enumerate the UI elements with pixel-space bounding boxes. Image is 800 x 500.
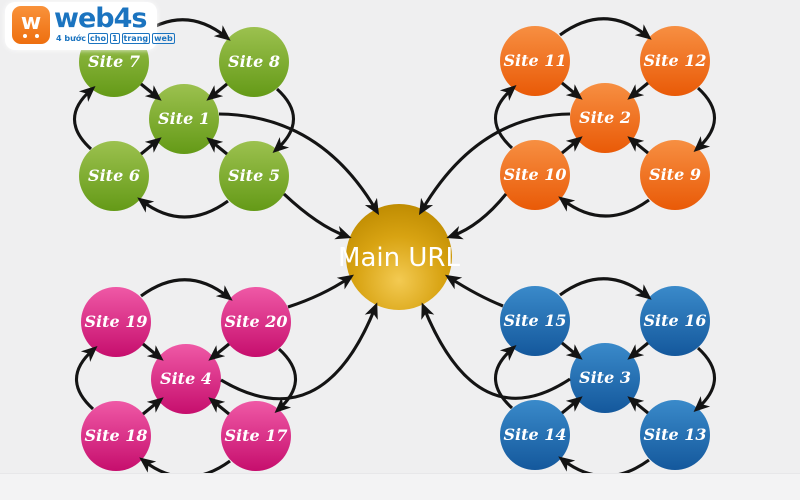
node-site-6-circle [79,141,149,211]
main-url-circle [346,204,452,310]
logo-w-letter: w [20,9,42,35]
arrow-site2-main [418,112,571,216]
node-site-12-circle [640,26,710,96]
node-site-10-label: Site 10 [503,165,566,184]
arrow-site9-site10 [558,196,650,218]
node-site-18-label: Site 18 [84,426,147,445]
node-site-13-circle [640,400,710,470]
brand-tagline: 4 bước cho 1 trang web [56,33,175,44]
arrow-site13-site3 [627,396,649,415]
bottom-strip [0,473,800,500]
web4s-logo[interactable]: w web4s 4 bước cho 1 trang web [5,2,175,50]
tagline-part: trang [121,33,151,44]
arrow-site15-site16 [559,277,652,300]
arrow-site11-site2 [561,81,583,100]
arrow-site8-site5 [272,87,295,154]
arrow-site8-site1 [206,82,228,101]
arrow-site14-site15 [494,345,517,410]
node-site-14-circle [500,400,570,470]
node-site-4-label: Site 4 [160,369,212,388]
web4s-logo-icon: w [12,6,50,44]
cluster-orange: Site 11 Site 12 Site 10 Site 9 Site 2 [500,26,710,210]
main-url-hub: Main URL [338,204,460,310]
main-url-label: Main URL [338,243,460,273]
node-site-19-label: Site 19 [84,312,147,331]
tagline-part: 4 bước [56,34,87,43]
arrow-site12-site9 [693,86,716,153]
arrow-site5-site1 [206,137,228,156]
node-site-3-label: Site 3 [579,368,631,387]
node-site-8-label: Site 8 [228,52,280,71]
arrow-site10-site11 [494,85,517,150]
node-site-9-circle [640,140,710,210]
node-site-1-circle [149,84,219,154]
node-site-15-label: Site 15 [503,311,566,330]
arrow-site14-site3 [561,396,583,415]
arrow-site16-site13 [693,346,716,413]
arrow-site11-site12 [559,17,652,40]
arrow-site5-main [282,192,352,240]
cluster-pink: Site 19 Site 20 Site 18 Site 17 Site 4 [81,287,291,471]
node-site-2-label: Site 2 [579,108,631,127]
arrow-site17-site4 [208,397,230,416]
node-site-12-label: Site 12 [643,51,706,70]
arrow-site10-main [446,193,508,240]
arrow-site19-site4 [142,342,164,361]
node-site-5-circle [219,141,289,211]
node-site-2-circle [570,83,640,153]
arrow-site16-site3 [627,341,649,360]
arrows-to-main-url [218,112,571,401]
cluster-green: Site 7 Site 8 Site 6 Site 5 Site 1 [79,27,289,211]
tagline-part: 1 [109,33,120,44]
arrow-site15-main [444,274,504,308]
arrow-site3-main [421,302,571,400]
arrow-site9-site2 [627,136,649,155]
arrows-cluster-orange [494,17,716,218]
node-site-18-circle [81,401,151,471]
arrow-site20-main [287,274,354,309]
arrow-site18-site4 [142,397,164,416]
arrow-site7-site1 [140,82,162,101]
node-site-13-label: Site 13 [643,425,706,444]
node-site-10-circle [500,140,570,210]
tagline-part: web [152,33,175,44]
node-site-20-label: Site 20 [224,312,287,331]
node-site-17-circle [221,401,291,471]
arrow-site20-site17 [274,347,297,414]
cluster-blue: Site 15 Site 16 Site 14 Site 13 Site 3 [500,286,710,470]
node-site-16-label: Site 16 [643,311,706,330]
logo-text-block: web4s 4 bước cho 1 trang web [54,3,175,44]
node-site-19-circle [81,287,151,357]
node-site-4-circle [151,344,221,414]
arrow-site10-site2 [561,136,583,155]
node-site-15-circle [500,286,570,356]
arrow-site20-site4 [208,342,230,361]
node-site-11-circle [500,26,570,96]
node-site-5-label: Site 5 [228,166,280,185]
node-site-3-circle [570,343,640,413]
tagline-part: cho [88,33,108,44]
arrow-site18-site19 [75,346,98,411]
arrow-site15-site3 [561,341,583,360]
node-site-9-label: Site 9 [649,165,701,184]
arrow-site5-site6 [137,197,229,219]
arrow-site6-site1 [140,137,162,156]
arrow-site6-site7 [73,86,96,151]
node-site-7-label: Site 7 [88,52,140,71]
arrow-site4-main [220,302,378,401]
node-site-6-label: Site 6 [88,166,140,185]
node-site-11-label: Site 11 [503,51,566,70]
node-site-20-circle [221,287,291,357]
logo-icon-dots [23,33,39,38]
arrow-site1-main [218,112,380,216]
arrow-site19-site20 [140,278,233,301]
brand-name: web4s [54,3,147,34]
node-site-14-label: Site 14 [503,425,566,444]
arrow-site12-site2 [627,81,649,100]
node-site-1-label: Site 1 [158,109,210,128]
node-site-8-circle [219,27,289,97]
node-site-16-circle [640,286,710,356]
node-site-17-label: Site 17 [224,426,287,445]
